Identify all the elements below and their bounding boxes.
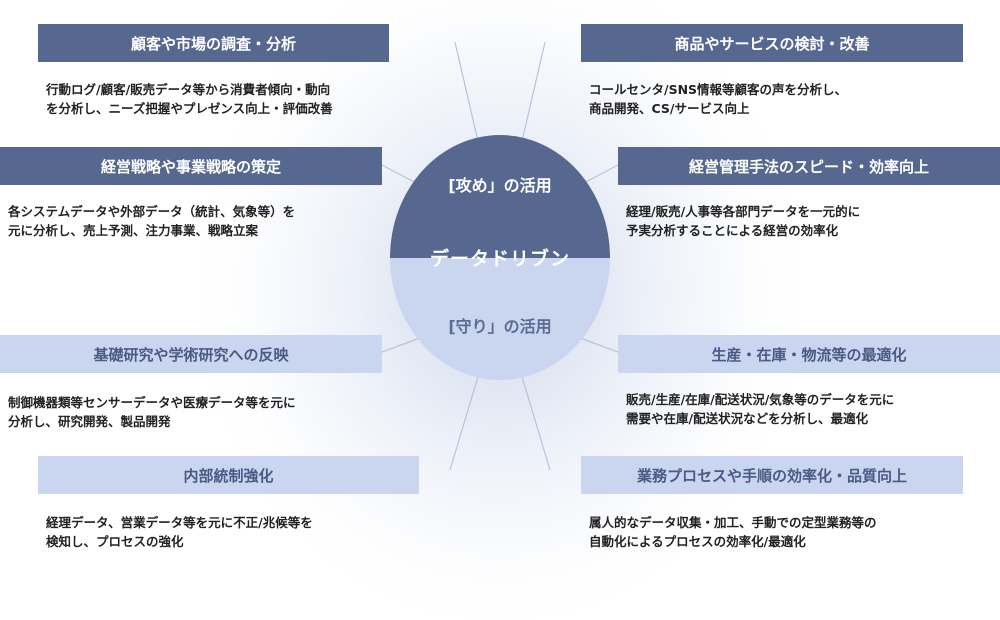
item-title-strategy: 経営戦略や事業戦略の策定: [0, 147, 382, 185]
connector-line: [449, 369, 481, 471]
item-title-customer-market: 顧客や市場の調査・分析: [38, 24, 389, 62]
hub-core-label: データドリブン: [429, 248, 570, 270]
item-desc-internal-control: 経理データ、営業データ等を元に不正/兆候等を 検知し、プロセスの強化: [46, 515, 313, 549]
item-title-management: 経営管理手法のスピード・効率向上: [618, 147, 1000, 185]
item-title-product-service: 商品やサービスの検討・改善: [581, 24, 963, 62]
connector-line: [519, 41, 546, 151]
item-title-business-process: 業務プロセスや手順の効率化・品質向上: [581, 456, 963, 494]
item-title-internal-control: 内部統制強化: [38, 456, 419, 494]
hub-attack-label: [攻め」の活用: [448, 176, 552, 195]
item-desc-production: 販売/生産/在庫/配送状況/気象等のデータを元に 需要や在庫/配送状況などを分析…: [626, 392, 895, 426]
hub-defend-half: [390, 257, 610, 380]
connector-line: [519, 369, 551, 471]
connector-line: [454, 41, 481, 151]
item-desc-research: 制御機器類等センサーデータや医療データ等を元に 分析し、研究開発、製品開発: [8, 395, 296, 429]
item-desc-customer-market: 行動ログ/顧客/販売データ等から消費者傾向・動向 を分析し、ニーズ把握やプレゼン…: [46, 82, 333, 116]
item-desc-strategy: 各システムデータや外部データ（統計、気象等）を 元に分析し、売上予測、注力事業、…: [8, 204, 296, 238]
center-hub: [390, 135, 610, 380]
hub-attack-half: [390, 135, 610, 258]
item-desc-business-process: 属人的なデータ収集・加工、手動での定型業務等の 自動化によるプロセスの効率化/最…: [589, 515, 877, 549]
hub-defend-label: [守り」の活用: [448, 317, 552, 336]
item-desc-product-service: コールセンタ/SNS情報等顧客の声を分析し、 商品開発、CS/サービス向上: [589, 82, 848, 116]
item-title-production: 生産・在庫・物流等の最適化: [618, 335, 1000, 373]
item-desc-management: 経理/販売/人事等各部門データを一元的に 予実分析することによる経営の効率化: [626, 204, 861, 238]
item-title-research: 基礎研究や学術研究への反映: [0, 335, 382, 373]
